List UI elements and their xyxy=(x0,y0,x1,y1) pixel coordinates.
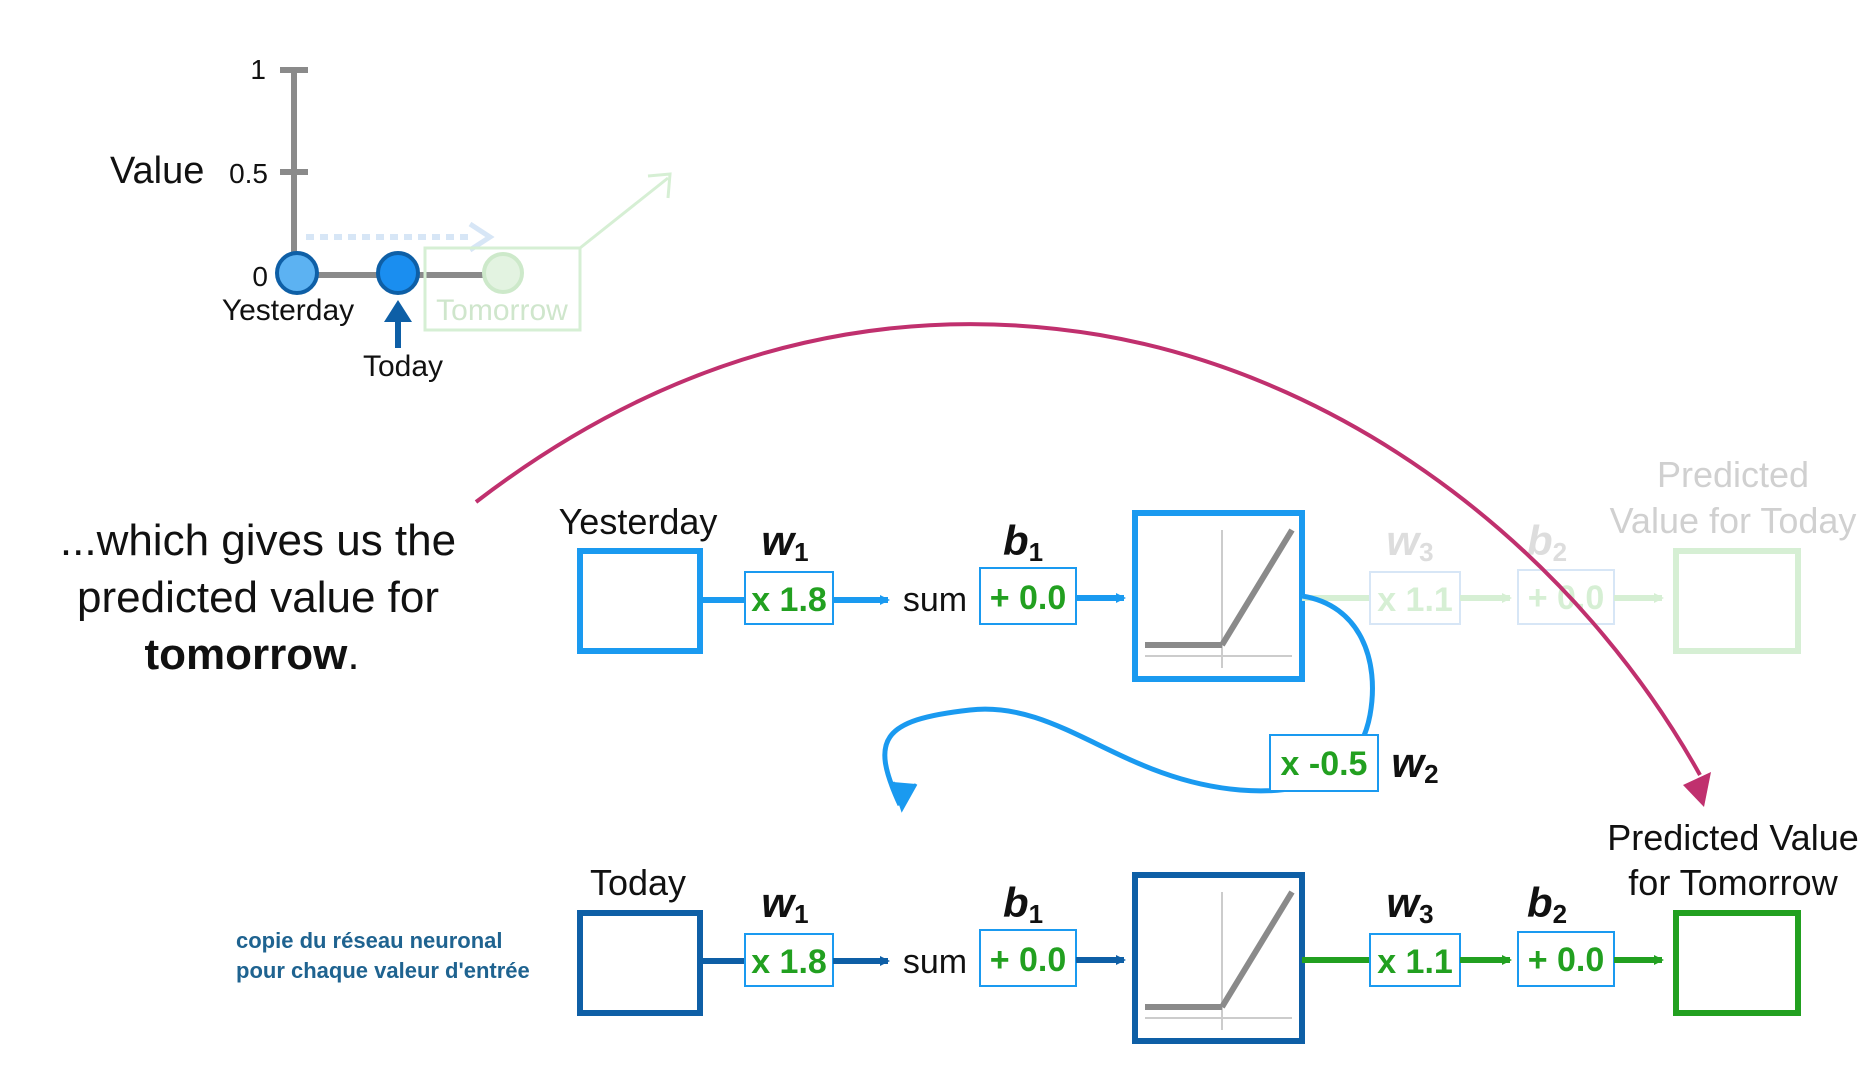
tick-label-1: 1 xyxy=(250,54,266,85)
bottom-output-line-2: for Tomorrow xyxy=(1628,862,1838,903)
w2-value: x -0.5 xyxy=(1281,745,1368,783)
top-network: Yesterday w1 x 1.8 sum b1 + 0.0 w3 x 1.1… xyxy=(559,454,1857,682)
magenta-arc-path xyxy=(474,322,1702,776)
caption-bold-word: tomorrow xyxy=(144,630,348,679)
top-b1-value: + 0.0 xyxy=(990,579,1067,617)
faded-trend-arrowhead xyxy=(647,172,672,199)
point-tomorrow xyxy=(482,252,524,294)
top-b2-box xyxy=(1517,569,1615,625)
top-w1-label: w1 xyxy=(761,517,808,567)
bottom-output-box xyxy=(1673,910,1801,1016)
top-sum-label: sum xyxy=(903,581,967,619)
point-yesterday xyxy=(275,251,319,295)
bottom-w1-label: w1 xyxy=(761,879,808,929)
bottom-b1-value: + 0.0 xyxy=(990,941,1067,979)
faded-trend-line xyxy=(579,176,669,250)
top-output-line-1: Predicted xyxy=(1657,454,1809,495)
today-pointer-head xyxy=(384,300,412,322)
point-today xyxy=(376,251,420,295)
bottom-network: Today w1 x 1.8 sum b1 + 0.0 w3 x 1.1 b2 … xyxy=(577,817,1859,1044)
bottom-input-box xyxy=(577,910,703,1016)
caption-line-3: tomorrow. xyxy=(144,630,359,679)
top-relu-graph xyxy=(1145,528,1295,668)
label-today: Today xyxy=(363,350,443,383)
caption-line-1: ...which gives us the xyxy=(60,516,456,565)
top-input-box xyxy=(577,548,703,654)
w2-box xyxy=(1269,734,1379,792)
top-w3-label: w3 xyxy=(1386,517,1433,567)
bottom-w1-value: x 1.8 xyxy=(751,943,827,981)
caption-period: . xyxy=(347,630,359,679)
tick-label-0: 0 xyxy=(252,261,268,292)
magenta-arrowhead xyxy=(1683,772,1711,807)
tomorrow-faded-box xyxy=(423,246,582,332)
recurrent-arrowhead xyxy=(891,781,918,813)
recurrent-path xyxy=(882,593,1375,807)
faded-dotted-arrowhead xyxy=(468,221,495,253)
top-w1-value: x 1.8 xyxy=(751,581,827,619)
bottom-w1-box xyxy=(744,933,834,987)
caption: ...which gives us the predicted value fo… xyxy=(60,516,456,679)
bottom-output-line-1: Predicted Value xyxy=(1607,817,1859,858)
bottom-w3-box xyxy=(1369,933,1461,987)
bottom-b2-box xyxy=(1517,931,1615,987)
axis-label-value: Value xyxy=(110,150,204,192)
w2-label: w2 xyxy=(1391,739,1438,789)
caption-line-2: predicted value for xyxy=(77,573,439,622)
top-input-label: Yesterday xyxy=(559,501,718,542)
bottom-input-label: Today xyxy=(590,862,686,903)
overlay-note: copie du réseau neuronal pour chaque val… xyxy=(236,928,530,983)
bottom-w3-label: w3 xyxy=(1386,879,1433,929)
bottom-b1-box xyxy=(979,929,1077,987)
top-b2-value: + 0.0 xyxy=(1528,579,1605,617)
recurrent-loop: x -0.5 w2 xyxy=(882,593,1439,813)
top-w3-value: x 1.1 xyxy=(1377,581,1453,619)
bottom-b2-label: b2 xyxy=(1527,879,1567,929)
label-yesterday: Yesterday xyxy=(222,294,354,327)
tick-label-0-5: 0.5 xyxy=(229,158,268,189)
magenta-arc xyxy=(474,322,1711,807)
bottom-b1-label: b1 xyxy=(1003,879,1043,929)
bottom-relu-graph xyxy=(1145,890,1295,1030)
top-b1-label: b1 xyxy=(1003,517,1043,567)
top-w3-box xyxy=(1369,571,1461,625)
note-line-2: pour chaque valeur d'entrée xyxy=(236,958,530,983)
bottom-sum-label: sum xyxy=(903,943,967,981)
mini-value-chart: 1 0.5 0 Value Yesterday Tomorrow Today xyxy=(110,54,672,383)
top-output-line-2: Value for Today xyxy=(1610,500,1857,541)
top-relu-box xyxy=(1132,510,1305,682)
bottom-relu-box xyxy=(1132,872,1305,1044)
note-line-1: copie du réseau neuronal xyxy=(236,928,503,953)
bottom-w3-value: x 1.1 xyxy=(1377,943,1453,981)
label-tomorrow: Tomorrow xyxy=(436,294,568,327)
top-output-box xyxy=(1673,548,1801,654)
bottom-b2-value: + 0.0 xyxy=(1528,941,1605,979)
